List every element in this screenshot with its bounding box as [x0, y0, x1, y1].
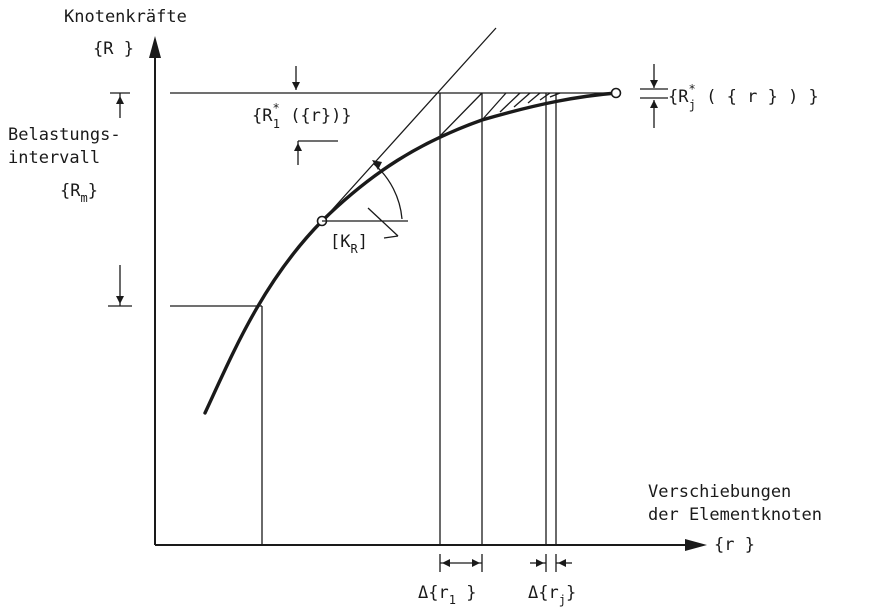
y-axis-symbol: {R }: [93, 39, 134, 59]
stiffness-label: [KR]: [330, 232, 368, 256]
y-axis-title: Knotenkräfte: [64, 7, 187, 27]
x-axis-symbol: {r }: [714, 535, 755, 555]
stiffness-angle-marker: [322, 160, 408, 239]
delta-jth-marker: [530, 554, 572, 572]
jth-residual-label: {R*j ( { r } ) }: [668, 82, 819, 112]
load-interval-label-line2: intervall: [8, 148, 100, 168]
x-axis-arrowhead: [685, 539, 707, 551]
delta-first-label: Δ{r1 }: [418, 583, 476, 607]
delta-jth-label: Δ{rj}: [528, 583, 576, 607]
x-axis-title-line2: der Elementknoten: [648, 505, 822, 525]
first-residual-marker: [292, 66, 338, 165]
y-axis-arrowhead: [149, 36, 161, 58]
load-interval-marker: [108, 92, 132, 307]
tangent-line: [321, 27, 497, 222]
iteration-verticals: [439, 93, 557, 545]
iteration-hatching: [439, 92, 561, 137]
load-interval-symbol: {Rm}: [60, 181, 98, 205]
jth-residual-marker: [640, 64, 668, 128]
load-displacement-curve: [203, 91, 618, 415]
first-residual-label: {R*1 ({r})}: [252, 101, 352, 131]
x-axis-title-line1: Verschiebungen: [648, 482, 791, 502]
delta-first-marker: [439, 554, 483, 572]
equilibrium-point-marker: [610, 87, 622, 99]
load-interval-label-line1: Belastungs-: [8, 125, 121, 145]
